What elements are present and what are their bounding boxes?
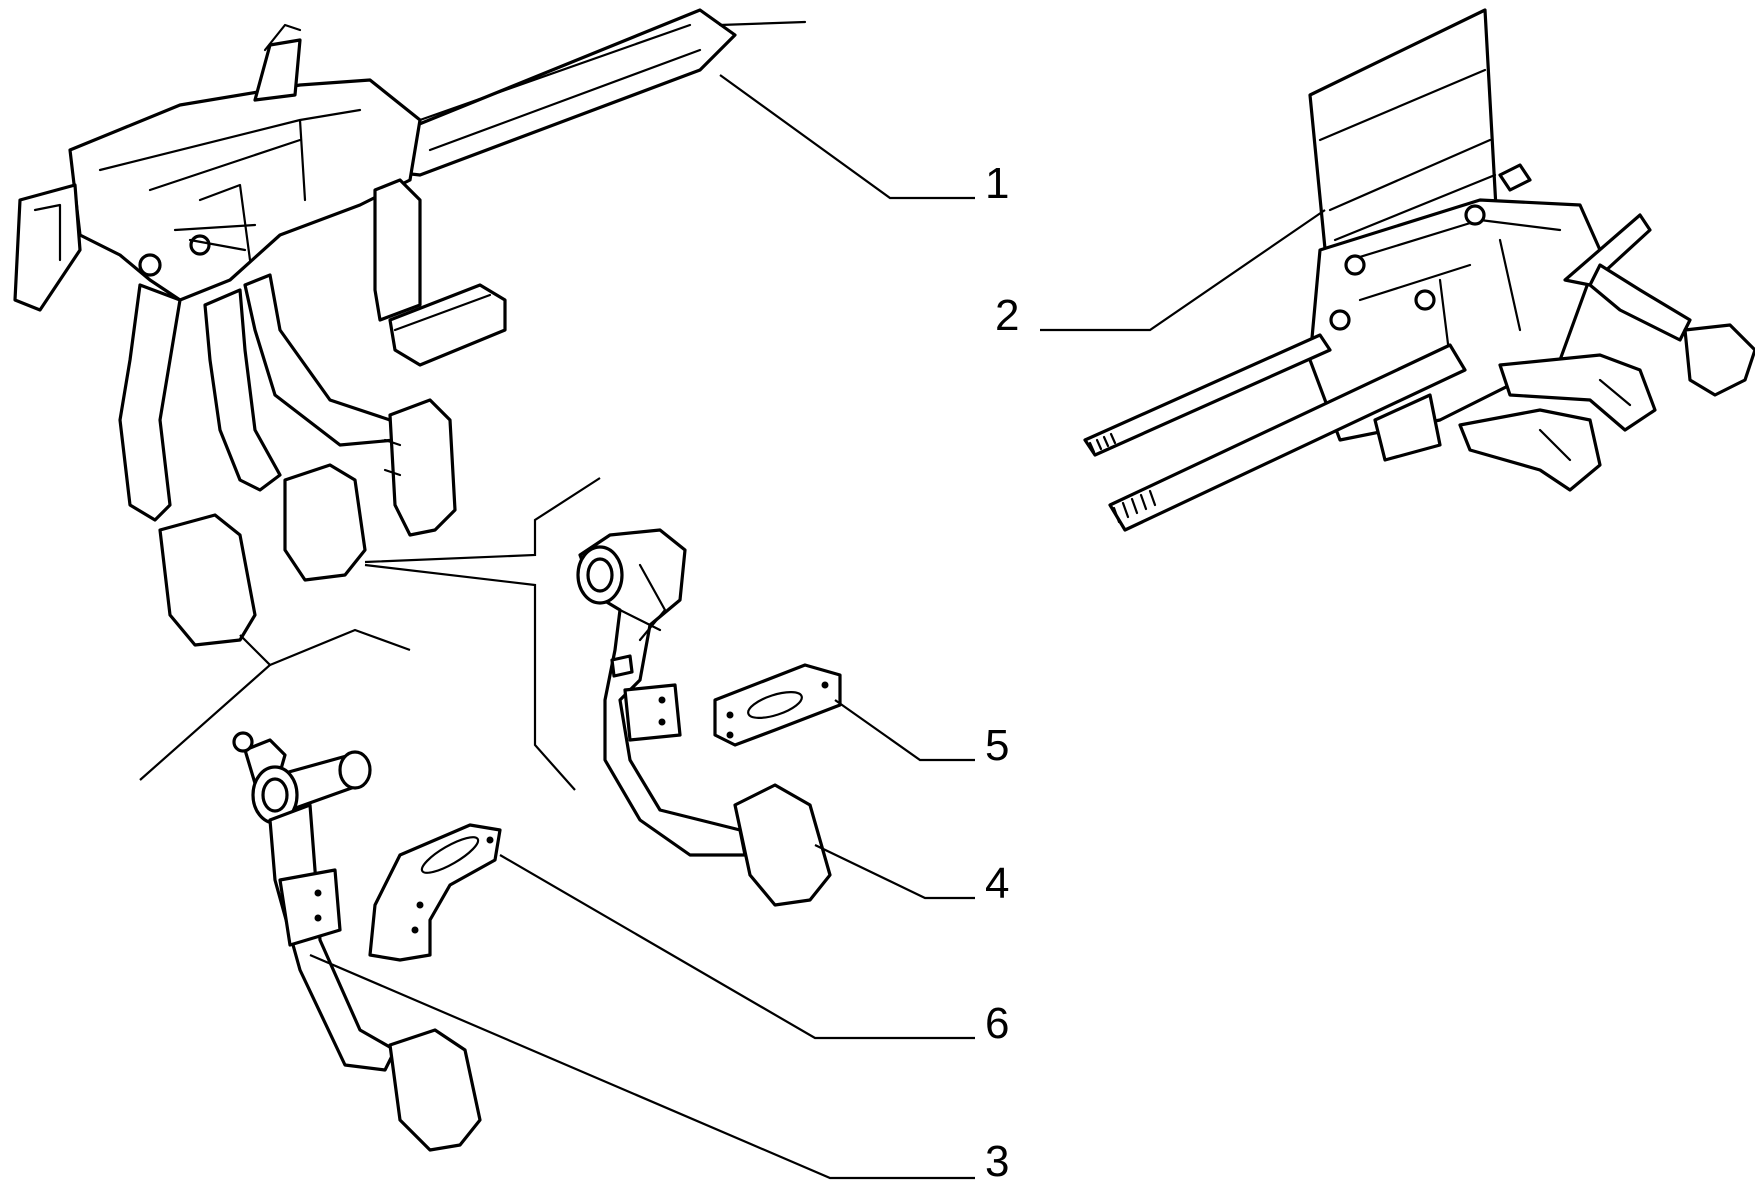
leader-lines	[309, 74, 1326, 1180]
callout-4: 4	[985, 859, 1009, 908]
part-5-bracket	[713, 663, 842, 747]
grouping-lines	[139, 477, 601, 791]
part-1-pedal-box-assembly	[13, 8, 807, 647]
callout-6: 6	[985, 999, 1009, 1048]
leader-5	[834, 699, 975, 762]
callout-labels: 1 2 3 4 5 6	[985, 159, 1019, 1186]
leader-6	[499, 854, 975, 1040]
part-2-pedal-box-view	[1083, 8, 1755, 532]
callout-5: 5	[985, 721, 1009, 770]
leader-1	[719, 74, 975, 200]
leader-3	[309, 953, 975, 1180]
callout-1: 1	[985, 159, 1009, 208]
part-4-pedal	[576, 528, 832, 907]
callout-2: 2	[995, 291, 1019, 340]
part-3-pedal	[232, 731, 482, 1152]
leader-2	[1040, 209, 1326, 332]
leader-4	[814, 844, 975, 900]
part-6-curved-plate	[368, 823, 502, 962]
callout-3: 3	[985, 1137, 1009, 1182]
